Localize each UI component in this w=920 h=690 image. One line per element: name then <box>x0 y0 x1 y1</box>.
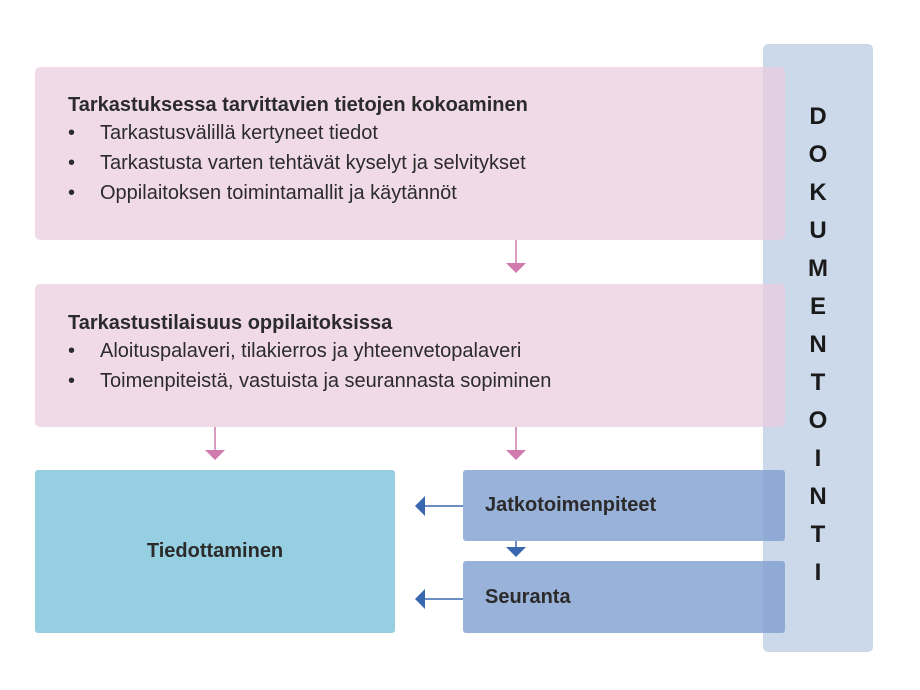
communication-label: Tiedottaminen <box>146 540 284 562</box>
doc-letter: K <box>809 179 827 206</box>
doc-letter: N <box>809 483 827 510</box>
stage2-title: Tarkastustilaisuus oppilaitoksissa <box>68 312 393 334</box>
arrow-left-icon <box>415 496 463 516</box>
arrow-down-icon <box>506 240 526 273</box>
doc-letter: I <box>814 445 822 472</box>
doc-letter: D <box>809 103 827 130</box>
doc-letter: O <box>808 141 828 168</box>
stage1-title: Tarkastuksessa tarvittavien tietojen kok… <box>68 94 528 116</box>
communication-box: Tiedottaminen <box>35 470 395 633</box>
stage1-content: Tarkastuksessa tarvittavien tietojen kok… <box>68 92 748 208</box>
doc-letter: M <box>808 255 828 282</box>
followup-actions-label: Jatkotoimenpiteet <box>485 494 657 516</box>
arrow-left-icon <box>415 589 463 609</box>
monitoring-label: Seuranta <box>485 585 571 608</box>
stage2-item: Aloituspalaveri, tilakierros ja yhteenve… <box>68 336 748 366</box>
monitoring-box: Seuranta <box>463 561 785 633</box>
stage1-item: Oppilaitoksen toimintamallit ja käytännö… <box>68 178 748 208</box>
doc-letter: T <box>810 521 826 548</box>
doc-letter: U <box>809 217 827 244</box>
arrow-down-icon <box>506 541 526 557</box>
doc-letter: E <box>809 293 826 320</box>
doc-letter: T <box>810 369 826 396</box>
stage1-list: Tarkastusvälillä kertyneet tiedot Tarkas… <box>68 118 748 208</box>
doc-letter: N <box>809 331 827 358</box>
followup-actions-box: Jatkotoimenpiteet <box>463 470 785 541</box>
doc-letter: I <box>814 559 822 586</box>
stage2-content: Tarkastustilaisuus oppilaitoksissa Aloit… <box>68 310 748 396</box>
documentation-label: D O K U M E N T O I N T I <box>763 98 873 592</box>
arrow-down-icon <box>205 427 225 460</box>
stage2-list: Aloituspalaveri, tilakierros ja yhteenve… <box>68 336 748 396</box>
doc-letter: O <box>808 407 828 434</box>
arrow-down-icon <box>506 427 526 460</box>
stage1-item: Tarkastusvälillä kertyneet tiedot <box>68 118 748 148</box>
stage1-item: Tarkastusta varten tehtävät kyselyt ja s… <box>68 148 748 178</box>
stage2-item: Toimenpiteistä, vastuista ja seurannasta… <box>68 366 748 396</box>
